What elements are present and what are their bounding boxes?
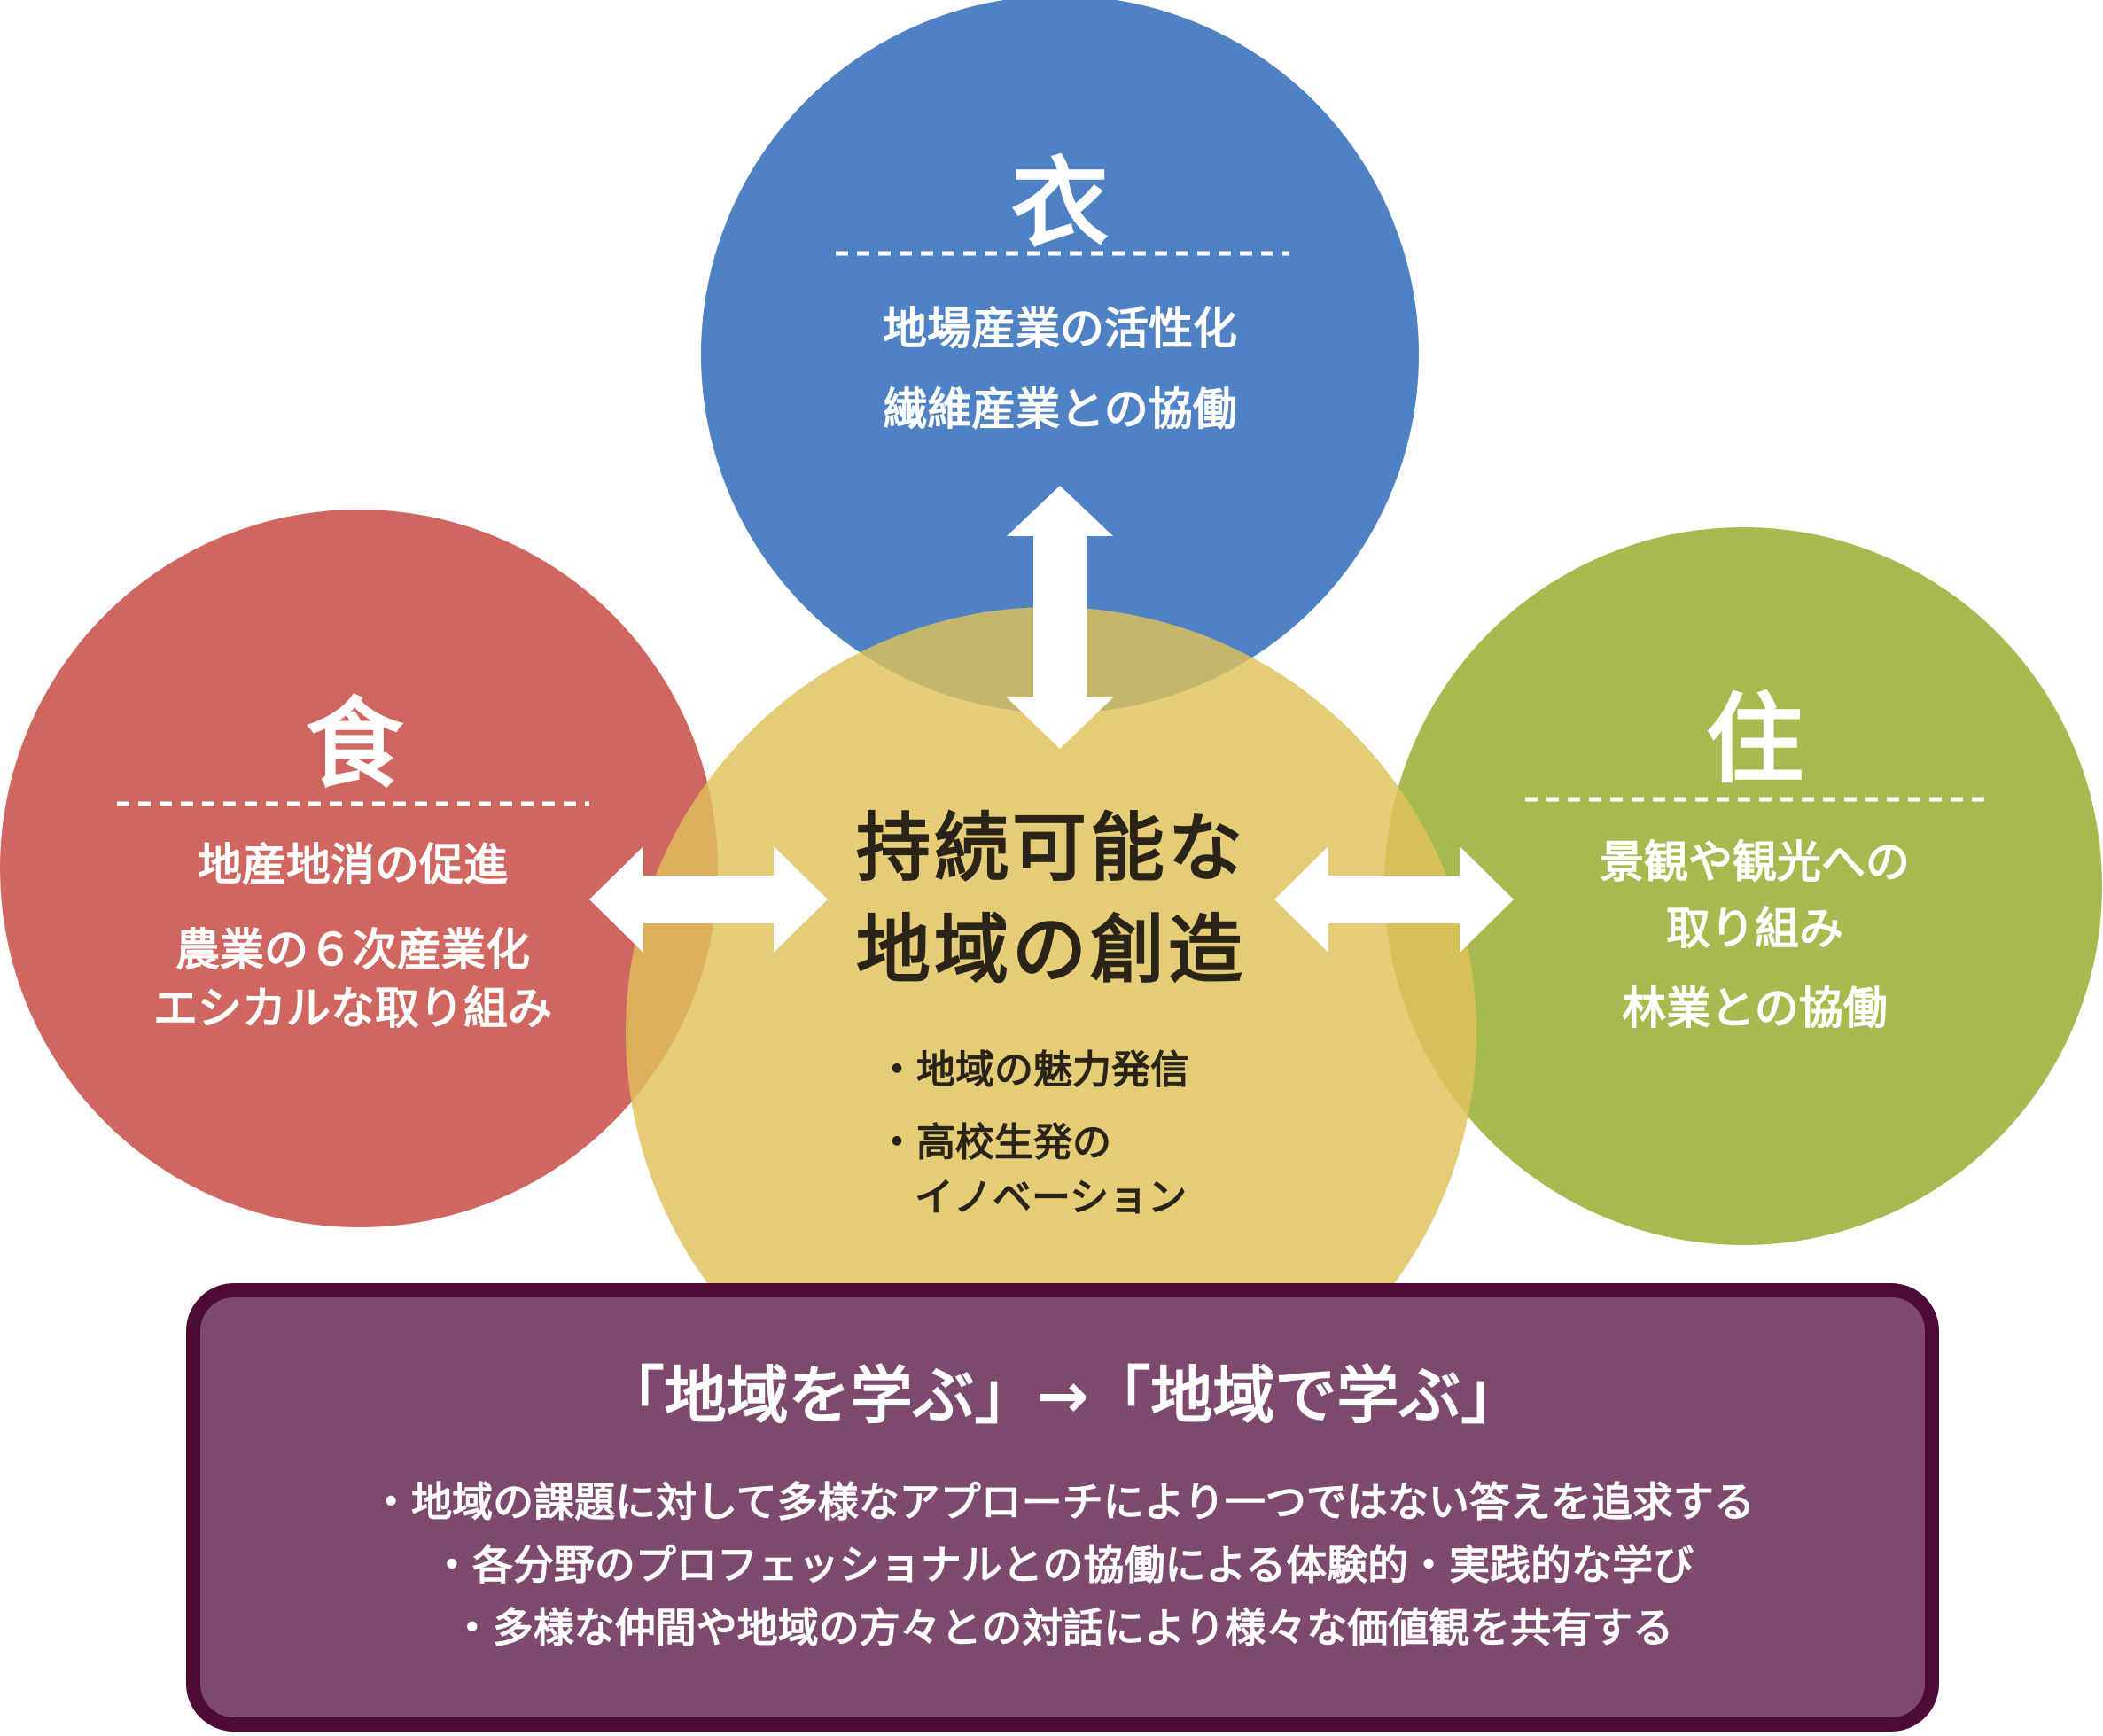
food-circle: [0, 510, 718, 1227]
clothing-title: 衣: [1011, 147, 1109, 261]
food-line-3: エシカルな取り組み: [153, 983, 552, 1034]
housing-line-1: 景観や観光への: [1600, 837, 1910, 888]
vertical-double-arrow: [1007, 486, 1113, 749]
right-double-arrow: [1274, 846, 1514, 953]
center-circle: [626, 607, 1476, 1458]
clothing-line-1: 地場産業の活性化: [883, 303, 1237, 354]
food-title: 食: [306, 688, 403, 801]
box-line-1: ・地域の課題に対して多様なアプローチにより一つではない答えを追求する: [370, 1478, 1755, 1526]
housing-title: 住: [1706, 683, 1803, 797]
box-title: 「地域を学ぶ」→「地域で学ぶ」: [602, 1359, 1523, 1432]
center-bullet-3: イノベーション: [915, 1175, 1188, 1220]
food-line-1: 地産地消の促進: [198, 839, 508, 891]
center-bullet-1: ・地域の魅力発信: [877, 1047, 1189, 1093]
clothing-circle: [701, 0, 1419, 713]
center-bullet-2: ・高校生発の: [877, 1120, 1111, 1165]
bottom-box: [186, 1283, 1939, 1732]
housing-line-3: 林業との協働: [1622, 983, 1888, 1034]
clothing-line-2: 繊維産業との協働: [883, 384, 1237, 435]
box-line-2: ・各分野のプロフェッショナルとの協働による体験的・実践的な学び: [431, 1541, 1694, 1589]
center-title-line-2: 地域の創造: [855, 907, 1246, 993]
housing-circle-main: [1384, 527, 2102, 1245]
food-line-2: 農業の６次産業化: [175, 924, 530, 976]
housing-line-2: 取り組み: [1666, 903, 1843, 954]
box-line-3: ・多様な仲間や地域の方々との対話により様々な価値観を共有する: [451, 1604, 1674, 1652]
center-title-line-1: 持続可能な: [855, 805, 1246, 891]
left-double-arrow: [589, 846, 828, 953]
